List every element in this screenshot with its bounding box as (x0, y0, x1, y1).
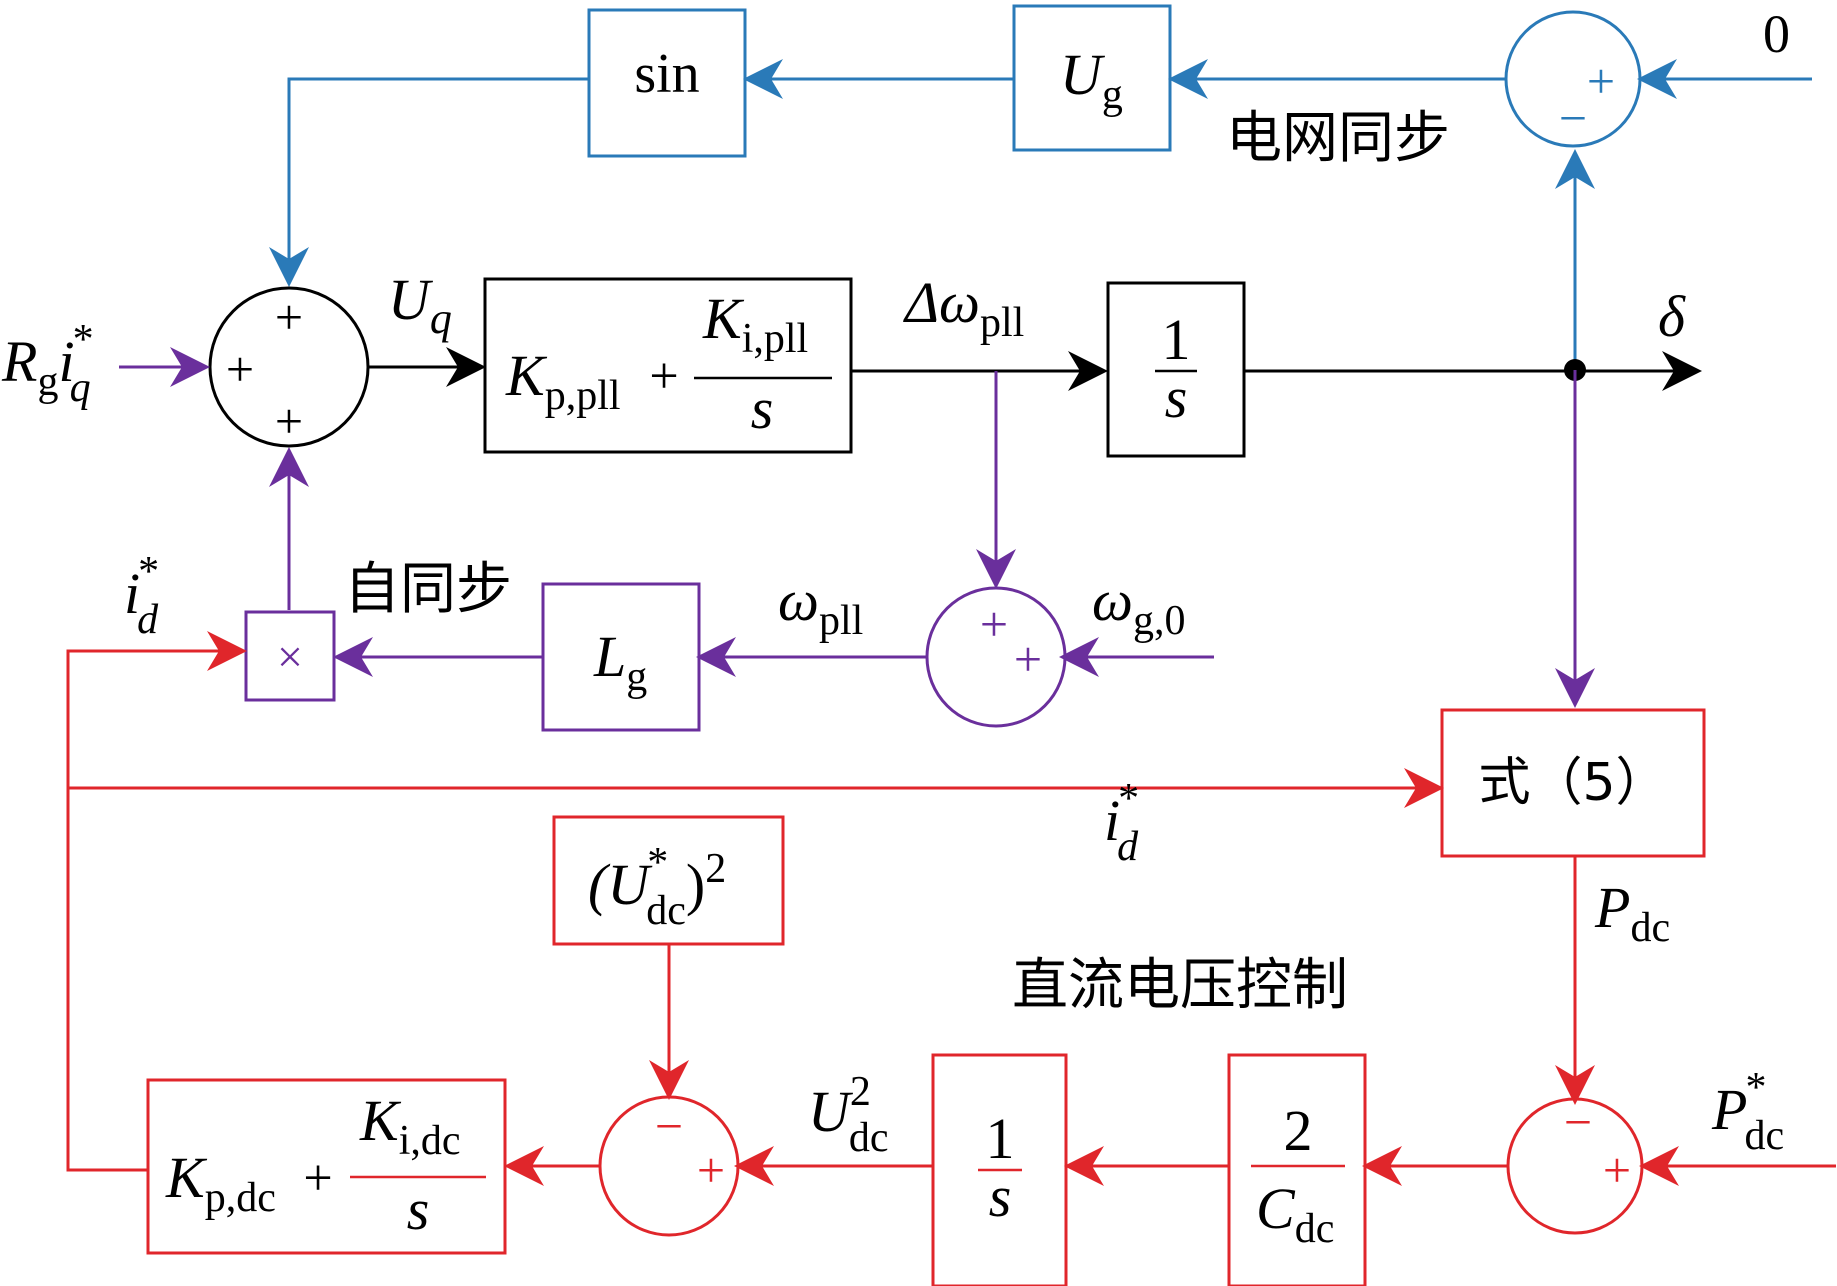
omega-g0-label: ωg,0 (1092, 568, 1185, 644)
dc-integrator-block (931, 1053, 1068, 1286)
kp-dc-term: Kp,dc (165, 1145, 276, 1221)
grid-sync-signs: + − (1559, 53, 1615, 146)
main-sum-plus-left-sign: + (226, 341, 254, 397)
dc-integrator-numerator: 1 (986, 1106, 1015, 1171)
omega-sum-plus-right-sign: + (1014, 631, 1042, 687)
pll-main-labels: Uq + + + Rgi*q Kp,pll + Ki,pll s Δωpll 1… (1, 267, 1686, 449)
omega-summing-junction (925, 586, 1067, 728)
eq5-block (1440, 708, 1706, 858)
dc-pi-denominator: s (407, 1177, 430, 1242)
grid-sync-labels: 0 sin Ug 电网同步 (634, 4, 1790, 171)
voltage-sum-minus-sign: − (655, 1098, 683, 1154)
voltage-sum-plus-sign: + (697, 1142, 725, 1198)
id-label: i*d (1104, 776, 1139, 870)
pll-integrator-numerator: 1 (1162, 307, 1191, 372)
rg-iq-label: Rgi*q (1, 317, 94, 411)
self-sync-signs: × + + (277, 596, 1042, 687)
ki-pll-numerator: Ki,pll (702, 286, 808, 362)
ug-label: Ug (1060, 42, 1123, 118)
ki-dc-numerator: Ki,dc (359, 1088, 461, 1164)
omega-pll-label: ωpll (778, 568, 863, 644)
wire-feedback-id (66, 631, 247, 1172)
power-summing-junction (1506, 1097, 1644, 1235)
delta-omega-pll-label: Δωpll (903, 270, 1024, 346)
grid-sum-minus-sign: − (1559, 90, 1587, 146)
udc-ref-squared-label: (U*dc)2 (588, 840, 726, 934)
delta-output-label: δ (1658, 284, 1686, 349)
multiplier-sign: × (277, 631, 303, 682)
omega-sum-plus-top-sign: + (980, 596, 1008, 652)
self-sync-path (119, 347, 1595, 732)
sin-label: sin (634, 43, 699, 105)
grid-sum-plus-sign: + (1587, 53, 1615, 109)
pdc-label: Pdc (1594, 875, 1670, 951)
dc-pi-plus-sign: + (303, 1150, 332, 1207)
lg-block (541, 582, 701, 732)
pll-pi-denominator: s (751, 376, 774, 441)
dc-control-signs: − + − + (655, 1094, 1631, 1198)
two-over-cdc-numerator: 2 (1284, 1098, 1313, 1163)
dc-voltage-control-title: 直流电压控制 (1012, 953, 1348, 1018)
voltage-summing-junction (598, 1095, 740, 1237)
ug-block (1012, 4, 1172, 152)
self-sync-title: 自同步 (344, 557, 512, 622)
main-sum-plus-bottom-sign: + (275, 393, 303, 449)
pll-integrator-block (1106, 281, 1246, 458)
pll-main-path (208, 277, 1702, 458)
uq-label: Uq (388, 267, 452, 343)
wire-sin-to-main-sum (269, 77, 589, 287)
zero-input-label: 0 (1763, 4, 1790, 64)
grid-sync-title: 电网同步 (1226, 106, 1450, 171)
kp-pll-term: Kp,pll (505, 343, 621, 419)
power-sum-minus-sign: − (1564, 1094, 1592, 1150)
sin-block (587, 8, 747, 158)
pdc-ref-label: P*dc (1711, 1065, 1784, 1159)
two-over-cdc-denominator: Cdc (1256, 1176, 1334, 1252)
power-sum-plus-sign: + (1603, 1142, 1631, 1198)
pll-pi-block (483, 277, 853, 454)
main-sum-plus-top-sign: + (275, 289, 303, 345)
dc-integrator-denominator: s (989, 1164, 1012, 1229)
udc-ref-block (552, 815, 785, 946)
pll-integrator-denominator: s (1165, 365, 1188, 430)
grid-sync-summing-junction (1504, 10, 1642, 148)
pll-pi-plus-sign: + (649, 348, 678, 405)
dc-pi-block (146, 1078, 507, 1255)
id-feedback-label: i*d (124, 549, 159, 643)
two-over-cdc-block (1227, 1053, 1367, 1286)
eq5-label: 式（5） (1478, 753, 1667, 813)
grid-sync-path (269, 4, 1812, 370)
self-sync-labels: 自同步 ωpll ωg,0 Lg i*d (124, 549, 1185, 700)
lg-label: Lg (593, 624, 647, 700)
dc-voltage-control-path (66, 631, 1836, 1286)
main-summing-junction (208, 286, 370, 448)
